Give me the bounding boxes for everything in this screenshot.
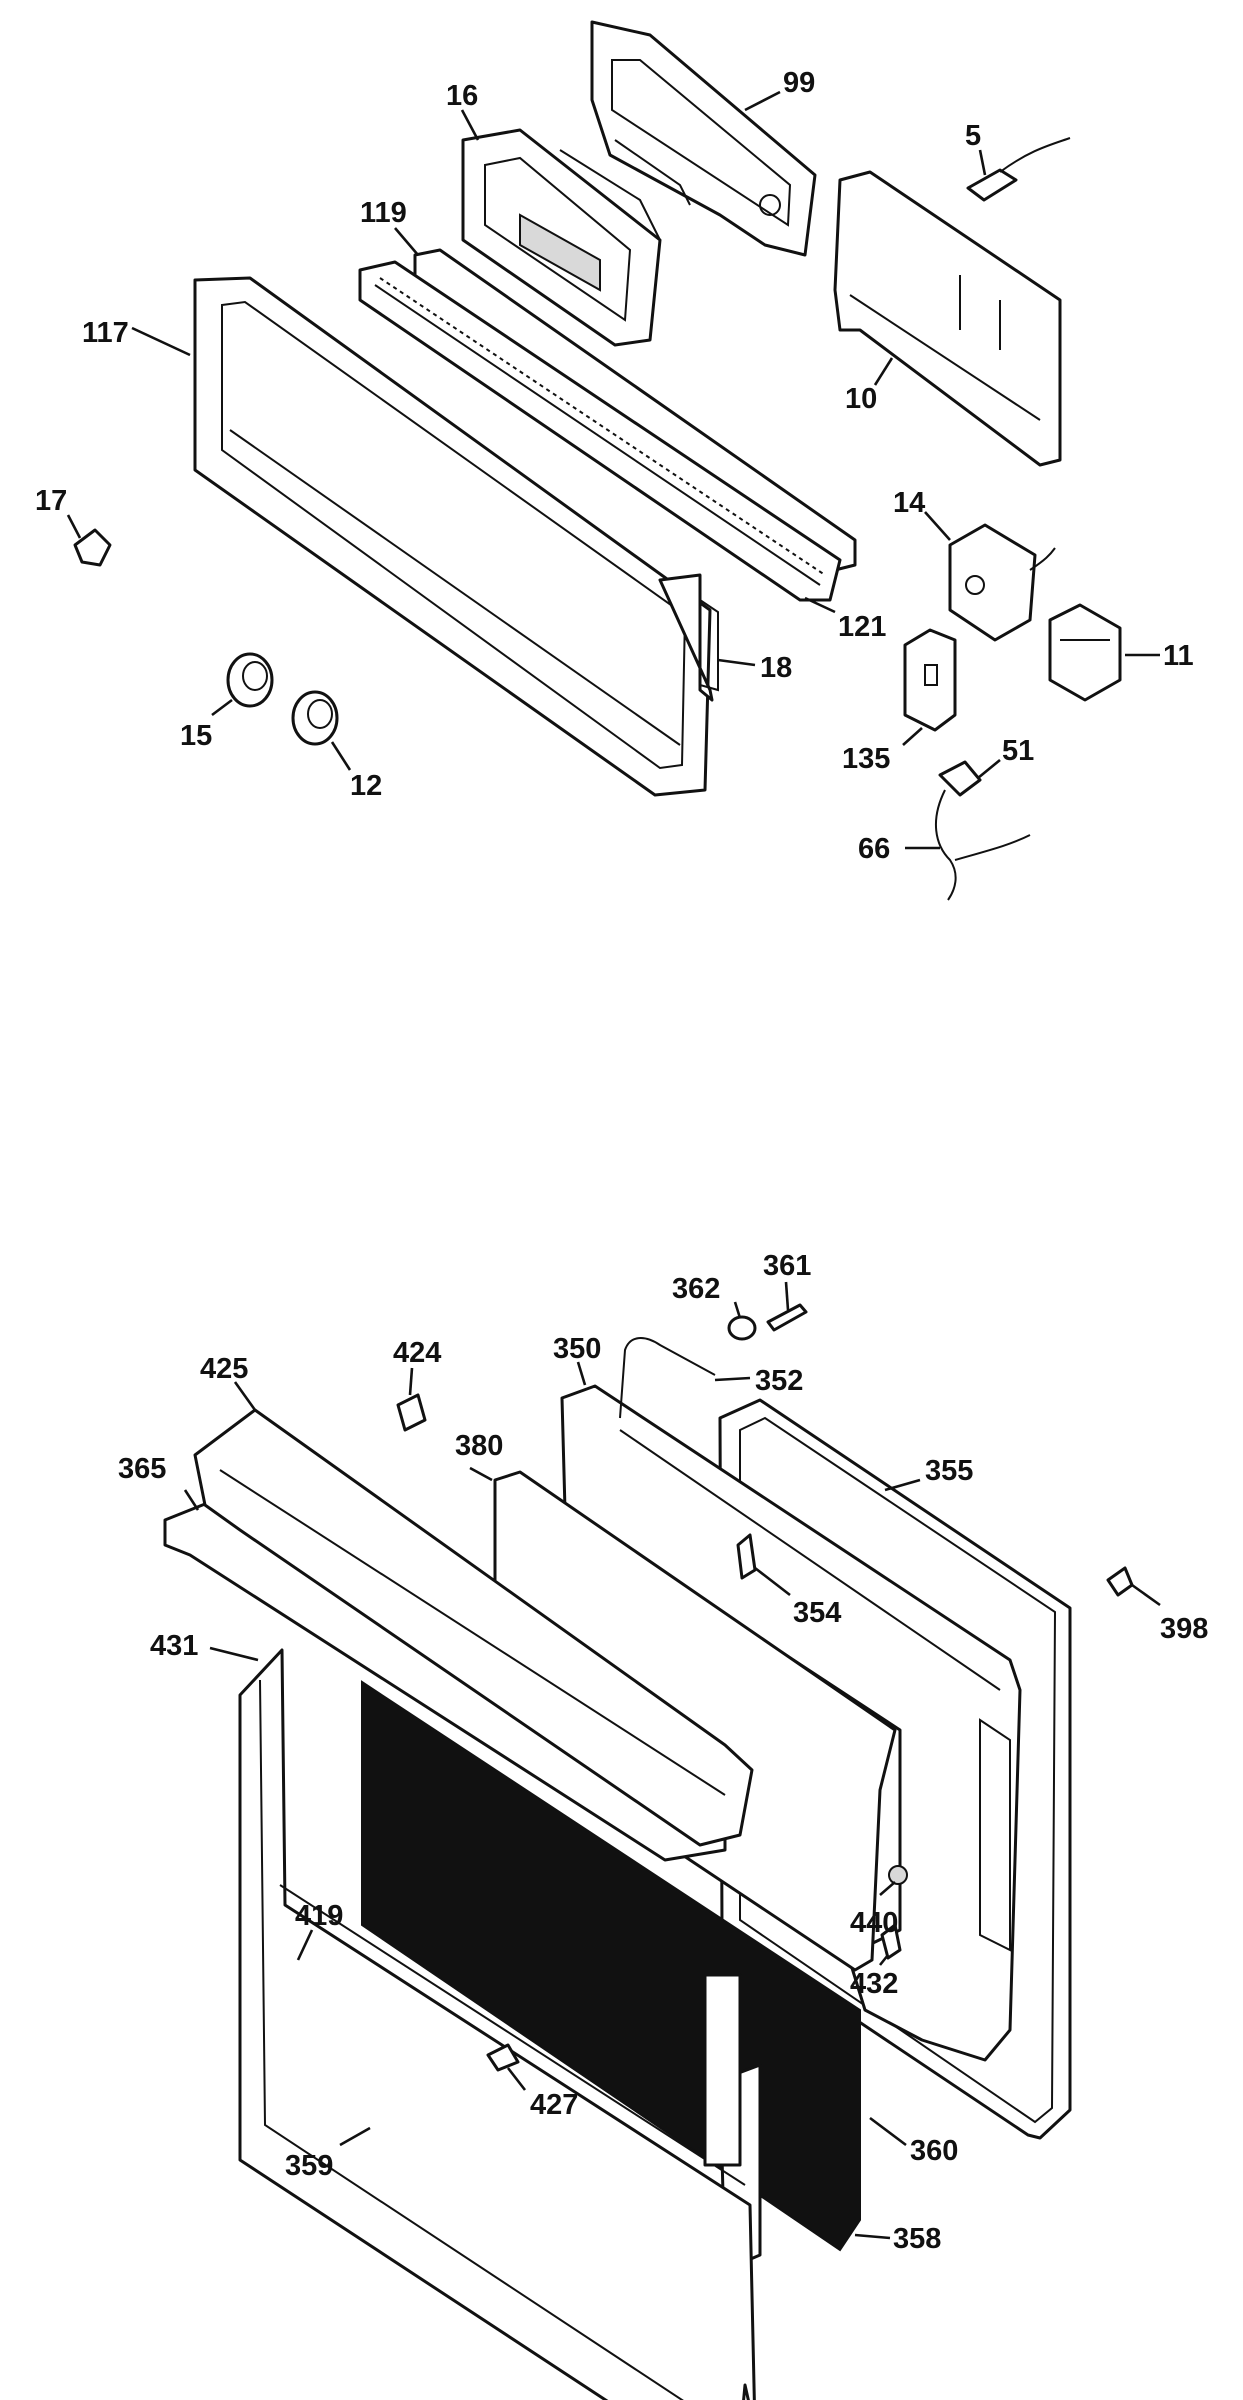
- part-front-frame: [193, 276, 712, 797]
- part-door-frame: [238, 1648, 756, 2400]
- part-knob-12: [291, 690, 339, 746]
- callout-432: 432: [850, 1954, 898, 2000]
- callout-398: 398: [1131, 1583, 1208, 1645]
- callout-354: 354: [754, 1566, 841, 1629]
- svg-text:354: 354: [793, 1597, 841, 1629]
- svg-text:14: 14: [893, 487, 925, 519]
- part-relay: [1048, 603, 1122, 702]
- svg-text:17: 17: [35, 485, 67, 517]
- svg-text:350: 350: [553, 1333, 601, 1365]
- svg-text:358: 358: [893, 2223, 941, 2255]
- svg-text:12: 12: [350, 770, 382, 802]
- callout-15: 15: [180, 698, 233, 752]
- callout-365: 365: [118, 1453, 200, 1511]
- svg-text:360: 360: [910, 2135, 958, 2167]
- part-mounting-plate: [833, 170, 1062, 467]
- part-inner-door-liner: [560, 1384, 1022, 2062]
- svg-text:427: 427: [530, 2089, 578, 2121]
- svg-text:440: 440: [850, 1907, 898, 1939]
- svg-text:15: 15: [180, 720, 212, 752]
- svg-text:424: 424: [393, 1337, 441, 1369]
- part-ribbed-strip: [358, 260, 842, 602]
- svg-text:119: 119: [360, 197, 407, 229]
- lower-assembly: 361 362 350 352 425 424 380 355: [118, 1250, 1208, 2400]
- callout-362: 362: [672, 1273, 742, 1319]
- callout-361: 361: [763, 1250, 811, 1311]
- part-washer-362: [727, 1315, 757, 1341]
- part-hinge-bracket-354: [736, 1533, 757, 1580]
- callout-358: 358: [854, 2223, 941, 2255]
- callout-360: 360: [869, 2116, 958, 2167]
- callout-5: 5: [965, 120, 987, 176]
- part-glass-panel: [658, 573, 719, 702]
- callout-99: 99: [744, 67, 815, 112]
- part-screw-361: [766, 1303, 808, 1332]
- svg-text:380: 380: [455, 1430, 503, 1462]
- svg-text:362: 362: [672, 1273, 720, 1305]
- svg-text:135: 135: [842, 743, 890, 775]
- callout-17: 17: [35, 485, 82, 539]
- part-nut-440: [888, 1865, 908, 1885]
- callout-352: 352: [714, 1365, 803, 1397]
- svg-text:398: 398: [1160, 1613, 1208, 1645]
- part-door-gasket: [619, 1337, 716, 1419]
- part-wire-harness: [934, 760, 1031, 901]
- svg-text:66: 66: [858, 833, 890, 865]
- callout-350: 350: [553, 1333, 601, 1386]
- part-small-bracket: [903, 628, 957, 732]
- svg-text:431: 431: [150, 1630, 198, 1662]
- svg-text:365: 365: [118, 1453, 166, 1485]
- part-indicator-switch: [966, 137, 1071, 202]
- part-door-handle: [163, 1408, 754, 1862]
- svg-text:51: 51: [1002, 735, 1034, 767]
- callout-11: 11: [1125, 640, 1194, 672]
- callout-66: 66: [858, 833, 940, 865]
- callout-14: 14: [893, 487, 951, 541]
- svg-text:419: 419: [295, 1900, 343, 1932]
- callout-431: 431: [150, 1630, 259, 1662]
- part-knob-15: [226, 652, 274, 708]
- svg-text:425: 425: [200, 1353, 248, 1385]
- svg-text:16: 16: [446, 80, 478, 112]
- callout-380: 380: [455, 1430, 503, 1482]
- svg-text:361: 361: [763, 1250, 811, 1282]
- upper-assembly: 99 5 16 119 117 10 17 14: [35, 20, 1194, 901]
- callout-12: 12: [330, 741, 382, 802]
- callout-18: 18: [717, 652, 792, 684]
- svg-text:117: 117: [82, 317, 129, 349]
- callout-355: 355: [884, 1455, 973, 1492]
- svg-text:432: 432: [850, 1968, 898, 2000]
- callout-419: 419: [295, 1900, 343, 1961]
- callout-16: 16: [446, 80, 480, 141]
- svg-text:11: 11: [1163, 640, 1194, 672]
- svg-text:352: 352: [755, 1365, 803, 1397]
- callout-135: 135: [842, 727, 923, 775]
- part-lamp-bulb: [73, 528, 112, 567]
- callout-427: 427: [506, 2067, 578, 2121]
- svg-text:121: 121: [838, 611, 886, 643]
- svg-text:5: 5: [965, 120, 981, 152]
- svg-text:18: 18: [760, 652, 792, 684]
- callout-121: 121: [804, 596, 886, 643]
- svg-text:355: 355: [925, 1455, 973, 1487]
- callout-440: 440: [850, 1881, 898, 1939]
- part-screw-398: [1106, 1566, 1134, 1597]
- part-clip-424: [396, 1393, 427, 1432]
- part-control-bracket: [590, 20, 817, 257]
- callout-10: 10: [845, 357, 894, 415]
- part-clip-427: [486, 2043, 520, 2072]
- svg-text:10: 10: [845, 383, 877, 415]
- callout-119: 119: [360, 197, 419, 256]
- callout-359: 359: [285, 2126, 371, 2182]
- part-clip-432: [880, 1923, 902, 1960]
- callout-117: 117: [82, 317, 191, 357]
- part-clock-housing: [461, 128, 662, 347]
- svg-text:359: 359: [285, 2150, 333, 2182]
- svg-text:99: 99: [783, 67, 815, 99]
- part-timer-motor: [948, 523, 1056, 642]
- callout-424: 424: [393, 1337, 441, 1396]
- callout-425: 425: [200, 1353, 257, 1411]
- callout-51: 51: [977, 735, 1034, 780]
